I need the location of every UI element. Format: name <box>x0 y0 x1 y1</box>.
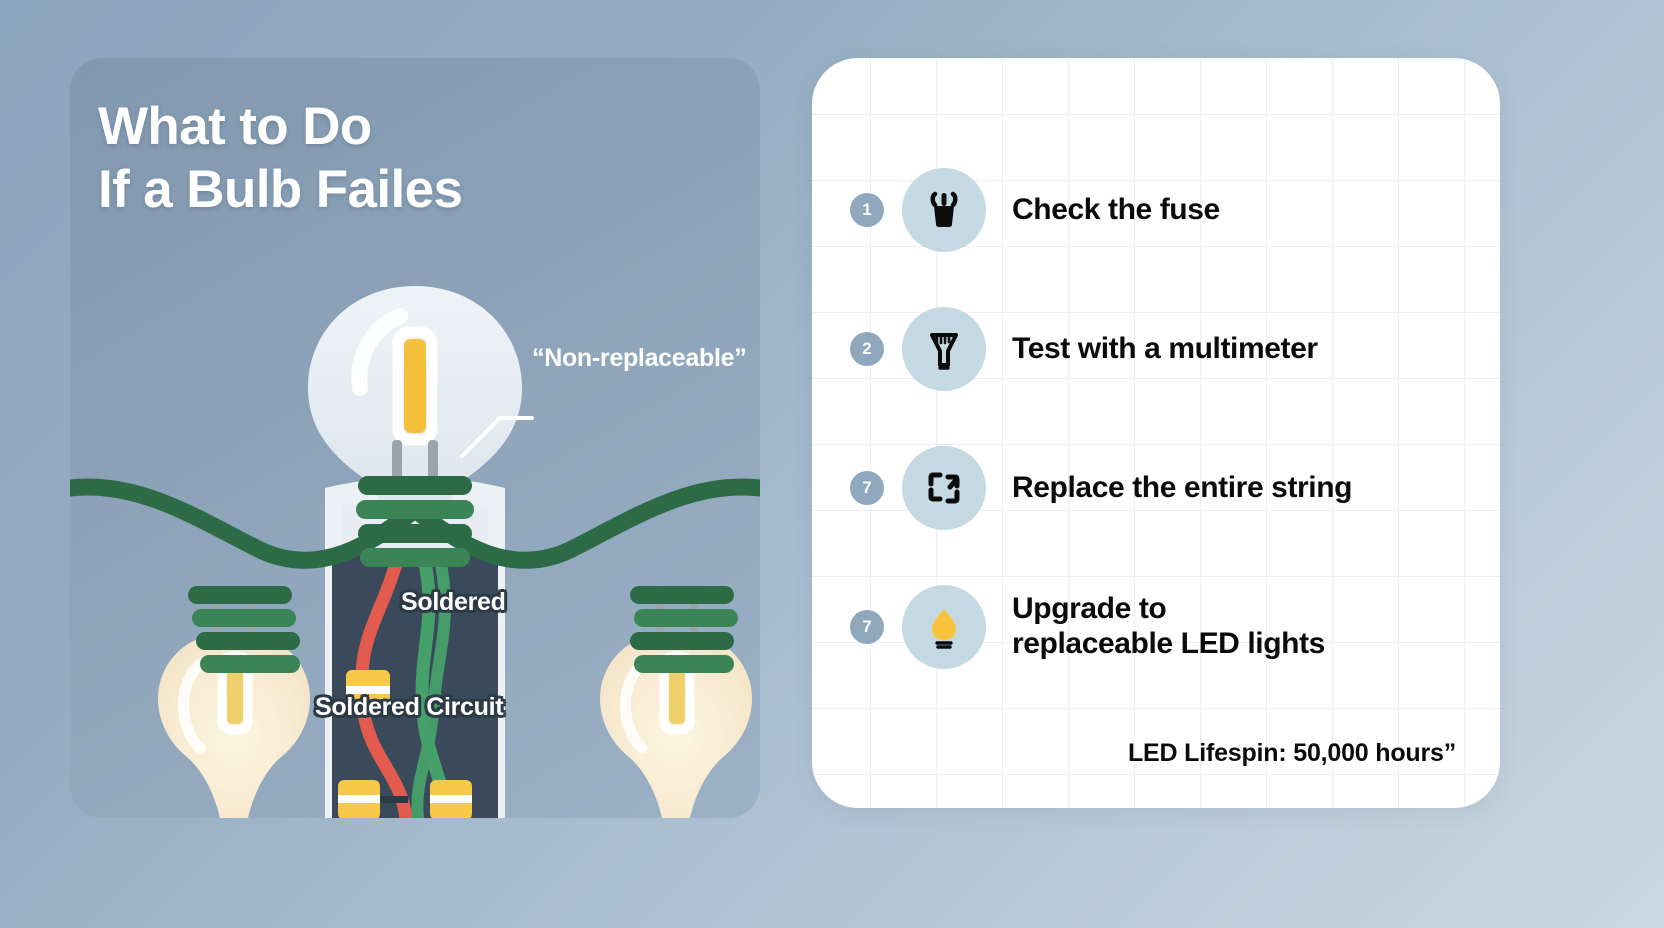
step-icon-container <box>902 307 986 391</box>
cord-wrap-left <box>188 586 300 673</box>
page-title: What to Do If a Bulb Failes <box>98 97 463 219</box>
step-icon-container <box>902 585 986 669</box>
center-bulb <box>308 286 522 567</box>
footer-note: LED Lifespin: 50,000 hours” <box>1127 739 1456 767</box>
step-number-badge: 2 <box>850 332 884 366</box>
list-item[interactable]: 7 Upgrade to replaceable LED lights <box>850 585 1325 669</box>
list-item[interactable]: 1 Check the fuse <box>850 168 1220 252</box>
led-bulb-icon <box>932 609 956 649</box>
side-bulb-left <box>158 586 310 818</box>
string-light-illustration <box>70 286 760 818</box>
step-label: Upgrade to replaceable LED lights <box>1012 592 1325 660</box>
list-item[interactable]: 7 Replace the entire string <box>850 446 1353 530</box>
step-label: Check the fuse <box>1012 192 1220 226</box>
callout-leader-line <box>460 416 534 458</box>
non-replaceable-callout: “Non-replaceable” <box>532 344 747 372</box>
list-item[interactable]: 2 Test with a multimeter <box>850 307 1318 391</box>
circuit-board-panel <box>332 548 498 818</box>
step-number-badge: 7 <box>850 471 884 505</box>
plug-icon <box>930 191 958 227</box>
step-icon-container <box>902 446 986 530</box>
resistor-component <box>430 780 472 818</box>
steps-card: 1 Check the fuse 2 <box>812 58 1500 808</box>
step-icon-container <box>902 168 986 252</box>
side-bulb-right <box>600 586 752 818</box>
step-label: Replace the entire string <box>1012 470 1353 504</box>
resistor-component <box>346 670 390 712</box>
resistor-component <box>338 780 408 818</box>
step-label: Test with a multimeter <box>1012 331 1318 365</box>
soldered-circuit-label: Soldered Circuit <box>315 693 504 721</box>
illustration-card: What to Do If a Bulb Failes <box>70 58 760 818</box>
cord-wrap-center <box>356 476 474 567</box>
step-number-badge: 1 <box>850 193 884 227</box>
cord-wrap-right <box>630 586 738 673</box>
soldered-label: Soldered <box>401 588 506 616</box>
multimeter-probe-icon <box>930 333 958 370</box>
step-number-badge: 7 <box>850 610 884 644</box>
replace-arrows-icon <box>928 472 960 504</box>
